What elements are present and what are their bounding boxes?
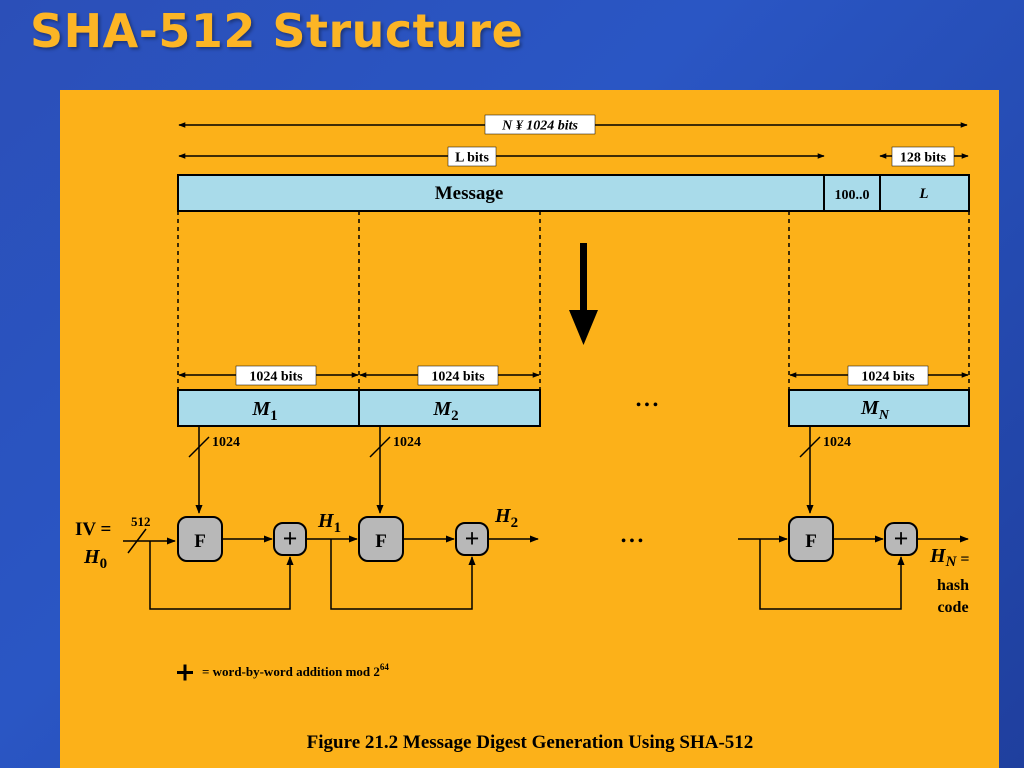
f-box-n: F (788, 516, 834, 562)
legend-text: = word-by-word addition mod 264 (202, 662, 389, 679)
total-length-label: N ¥ 1024 bits (501, 119, 578, 134)
total-length-dimension: N ¥ 1024 bits (178, 114, 968, 135)
code-word: code (937, 599, 968, 616)
down-arrow-icon (569, 243, 598, 345)
plus-icon-1: + (273, 522, 307, 556)
block-split-lines (177, 211, 970, 390)
message-length-label: L bits (455, 151, 489, 166)
f-box-1: F (177, 516, 223, 562)
block-m2 (358, 389, 541, 427)
h0-label: H0 (83, 546, 107, 572)
length-field-label: 128 bits (900, 151, 947, 166)
legend: = word-by-word addition mod 264 (177, 662, 389, 681)
message-label: Message (435, 183, 504, 204)
h1-label: H1 (317, 510, 341, 536)
plus-icon-n: + (884, 522, 918, 556)
block-m2-label: M2 (432, 398, 458, 424)
block-size-label-n: 1024 bits (861, 370, 915, 385)
input-width-label-1: 1024 (212, 435, 240, 450)
iv-label: IV = (75, 519, 111, 540)
length-label: L (918, 186, 928, 202)
hash-word: hash (937, 577, 969, 594)
h2-label: H2 (494, 505, 518, 531)
svg-text:F: F (805, 531, 817, 552)
input-width-label-2: 1024 (393, 435, 421, 450)
iv-input: IV = H0 512 (75, 514, 176, 572)
block-m1 (177, 389, 360, 427)
figure-caption: Figure 21.2 Message Digest Generation Us… (307, 732, 754, 753)
svg-text:F: F (194, 531, 206, 552)
length-field-dimension: 128 bits (879, 146, 969, 167)
svg-text:+: + (283, 524, 298, 553)
message-bar: Message 100..0 L (177, 174, 970, 212)
message-blocks: M1 M2 MN (177, 389, 970, 427)
plus-icon-2: + (455, 522, 489, 556)
block-size-label-2: 1024 bits (431, 370, 485, 385)
hn-label: HN = (929, 545, 970, 570)
iv-width-label: 512 (131, 514, 151, 529)
svg-text:+: + (894, 524, 909, 553)
chain-ellipsis: • • • (621, 534, 643, 549)
svg-text:F: F (375, 531, 387, 552)
message-length-dimension: L bits (178, 146, 825, 167)
input-width-label-n: 1024 (823, 435, 851, 450)
chain-arrows (149, 535, 969, 610)
svg-text:+: + (465, 524, 480, 553)
block-size-label-1: 1024 bits (249, 370, 303, 385)
slide-title: SHA-512 Structure (30, 4, 524, 58)
blocks-ellipsis: • • • (636, 398, 658, 413)
f-box-2: F (358, 516, 404, 562)
padding-label: 100..0 (835, 188, 870, 203)
block-mn (788, 389, 970, 427)
block-size-dimensions: 1024 bits 1024 bits 1024 bits (178, 365, 969, 386)
block-m1-label: M1 (251, 398, 277, 424)
block-input-arrows (188, 426, 821, 514)
block-mn-label: MN (860, 397, 890, 423)
